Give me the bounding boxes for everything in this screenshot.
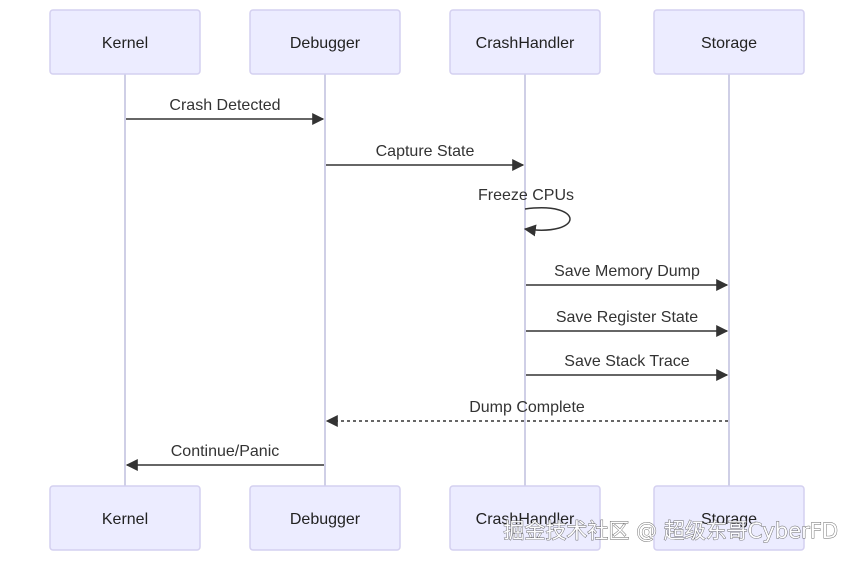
actor-label: Storage	[701, 511, 757, 528]
message-label: Save Stack Trace	[564, 353, 689, 370]
actor-box	[249, 9, 401, 75]
actor-debugger-bottom[interactable]: Debugger	[249, 485, 401, 551]
actor-label: Debugger	[290, 35, 361, 52]
message-label: Save Memory Dump	[554, 263, 700, 280]
actor-box	[249, 485, 401, 551]
message-label: Dump Complete	[469, 399, 585, 416]
watermark-text: 掘金技术社区 @ 超级东哥CyberFD	[503, 519, 838, 543]
message-label: Capture State	[376, 143, 475, 160]
actor-box	[449, 9, 601, 75]
actor-label: CrashHandler	[476, 511, 575, 528]
actor-label: Debugger	[290, 511, 361, 528]
actor-crashhandler-bottom[interactable]: CrashHandler	[449, 485, 601, 551]
message-label: Continue/Panic	[171, 443, 280, 460]
message-1: Crash Detected	[126, 97, 325, 125]
actor-label: Kernel	[102, 35, 148, 52]
actor-box	[449, 485, 601, 551]
actor-kernel-bottom[interactable]: Kernel	[49, 485, 201, 551]
actor-box	[653, 9, 805, 75]
message-3: Freeze CPUs	[478, 187, 574, 237]
message-7: Dump Complete	[325, 399, 728, 427]
actor-debugger-top[interactable]: Debugger	[249, 9, 401, 75]
message-2: Capture State	[326, 143, 525, 171]
actor-label: Storage	[701, 35, 757, 52]
actor-label: CrashHandler	[476, 35, 575, 52]
actor-storage-top[interactable]: Storage	[653, 9, 805, 75]
message-6: Save Stack Trace	[526, 353, 729, 381]
actor-box	[653, 485, 805, 551]
message-label: Crash Detected	[169, 97, 280, 114]
message-5: Save Register State	[526, 309, 729, 337]
message-label: Save Register State	[556, 309, 698, 326]
self-loop-arrow	[523, 207, 571, 237]
actor-crashhandler-top[interactable]: CrashHandler	[449, 9, 601, 75]
actor-box	[49, 9, 201, 75]
actor-storage-bottom[interactable]: Storage	[653, 485, 805, 551]
message-label: Freeze CPUs	[478, 187, 574, 204]
actor-box	[49, 485, 201, 551]
message-4: Save Memory Dump	[526, 263, 729, 291]
actor-kernel-top[interactable]: Kernel	[49, 9, 201, 75]
actor-label: Kernel	[102, 511, 148, 528]
message-8: Continue/Panic	[125, 443, 324, 471]
